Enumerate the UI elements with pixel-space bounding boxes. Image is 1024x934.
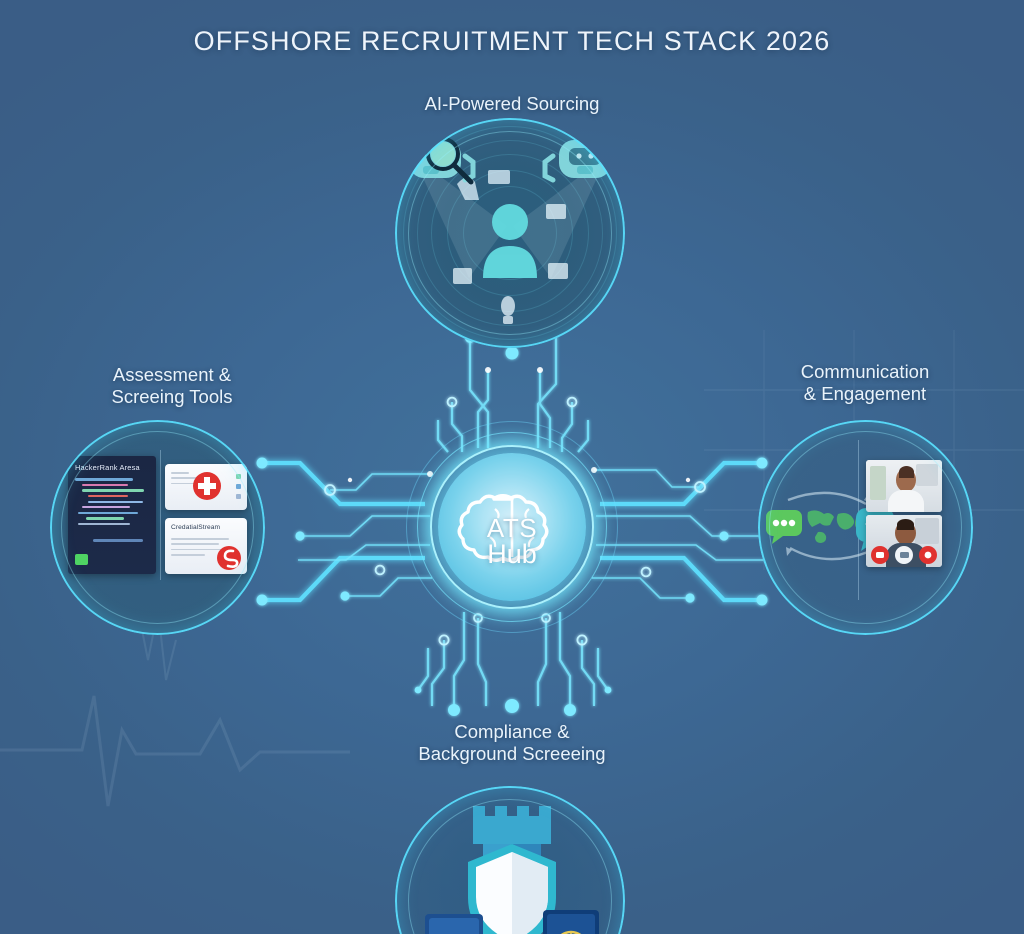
halo-ring: [417, 140, 603, 326]
shield-icon: [468, 844, 556, 934]
ats-hub[interactable]: ATS Hub: [406, 421, 618, 633]
sourcing-scene: [395, 124, 625, 324]
halo-ring: [447, 170, 573, 296]
hub-acronym: ATS: [486, 513, 538, 543]
code-card-title: HackerRank Aresa: [75, 463, 140, 472]
hub-inner-ring: [430, 445, 594, 609]
brain-icon: ATS: [450, 493, 574, 563]
label-assessment-screening-tools: Assessment & Screeing Tools: [111, 364, 233, 407]
call-controls[interactable]: [870, 545, 938, 565]
node-compliance-background-screening[interactable]: [395, 786, 625, 934]
compliance-scene: [425, 806, 599, 934]
red-badge-icon: [217, 546, 241, 570]
hackerrank-code-card: HackerRank Aresa: [68, 456, 156, 574]
node-communication-engagement[interactable]: [758, 420, 973, 635]
node-assessment-screening-tools[interactable]: HackerRank Aresa C: [50, 420, 265, 635]
panel-divider: [160, 450, 162, 580]
halo-ring: [403, 126, 617, 340]
magnifier-icon: [426, 137, 474, 185]
person-silhouette-icon: [483, 204, 537, 278]
robot-icon: [542, 124, 625, 183]
video-call-tile: [866, 515, 942, 567]
passport-icon: [543, 910, 599, 934]
credentialstream-card: CredatialStream: [165, 518, 247, 574]
passport-icon: [425, 914, 483, 934]
label-communication-engagement: Communication & Engagement: [800, 361, 930, 404]
assessment-card-medical: [165, 464, 247, 510]
label-ai-powered-sourcing: AI-Powered Sourcing: [424, 93, 600, 114]
hub-mid-ring: [417, 432, 607, 622]
page-title: OFFSHORE RECRUITMENT TECH STACK 2026: [193, 26, 831, 56]
video-call-tile: [866, 460, 942, 512]
chat-bubble-icon: [766, 510, 802, 544]
run-button-glyph: [75, 554, 88, 565]
credentialstream-card-title: CredatialStream: [171, 524, 221, 531]
hub-label: Hub: [487, 539, 537, 569]
hub-outer-ring: [406, 421, 618, 633]
halo-ring: [463, 186, 557, 280]
node-ai-powered-sourcing[interactable]: [395, 118, 625, 348]
label-compliance-background-screening: Compliance & Background Screeeing: [418, 721, 606, 764]
medical-cross-icon: [193, 472, 221, 500]
